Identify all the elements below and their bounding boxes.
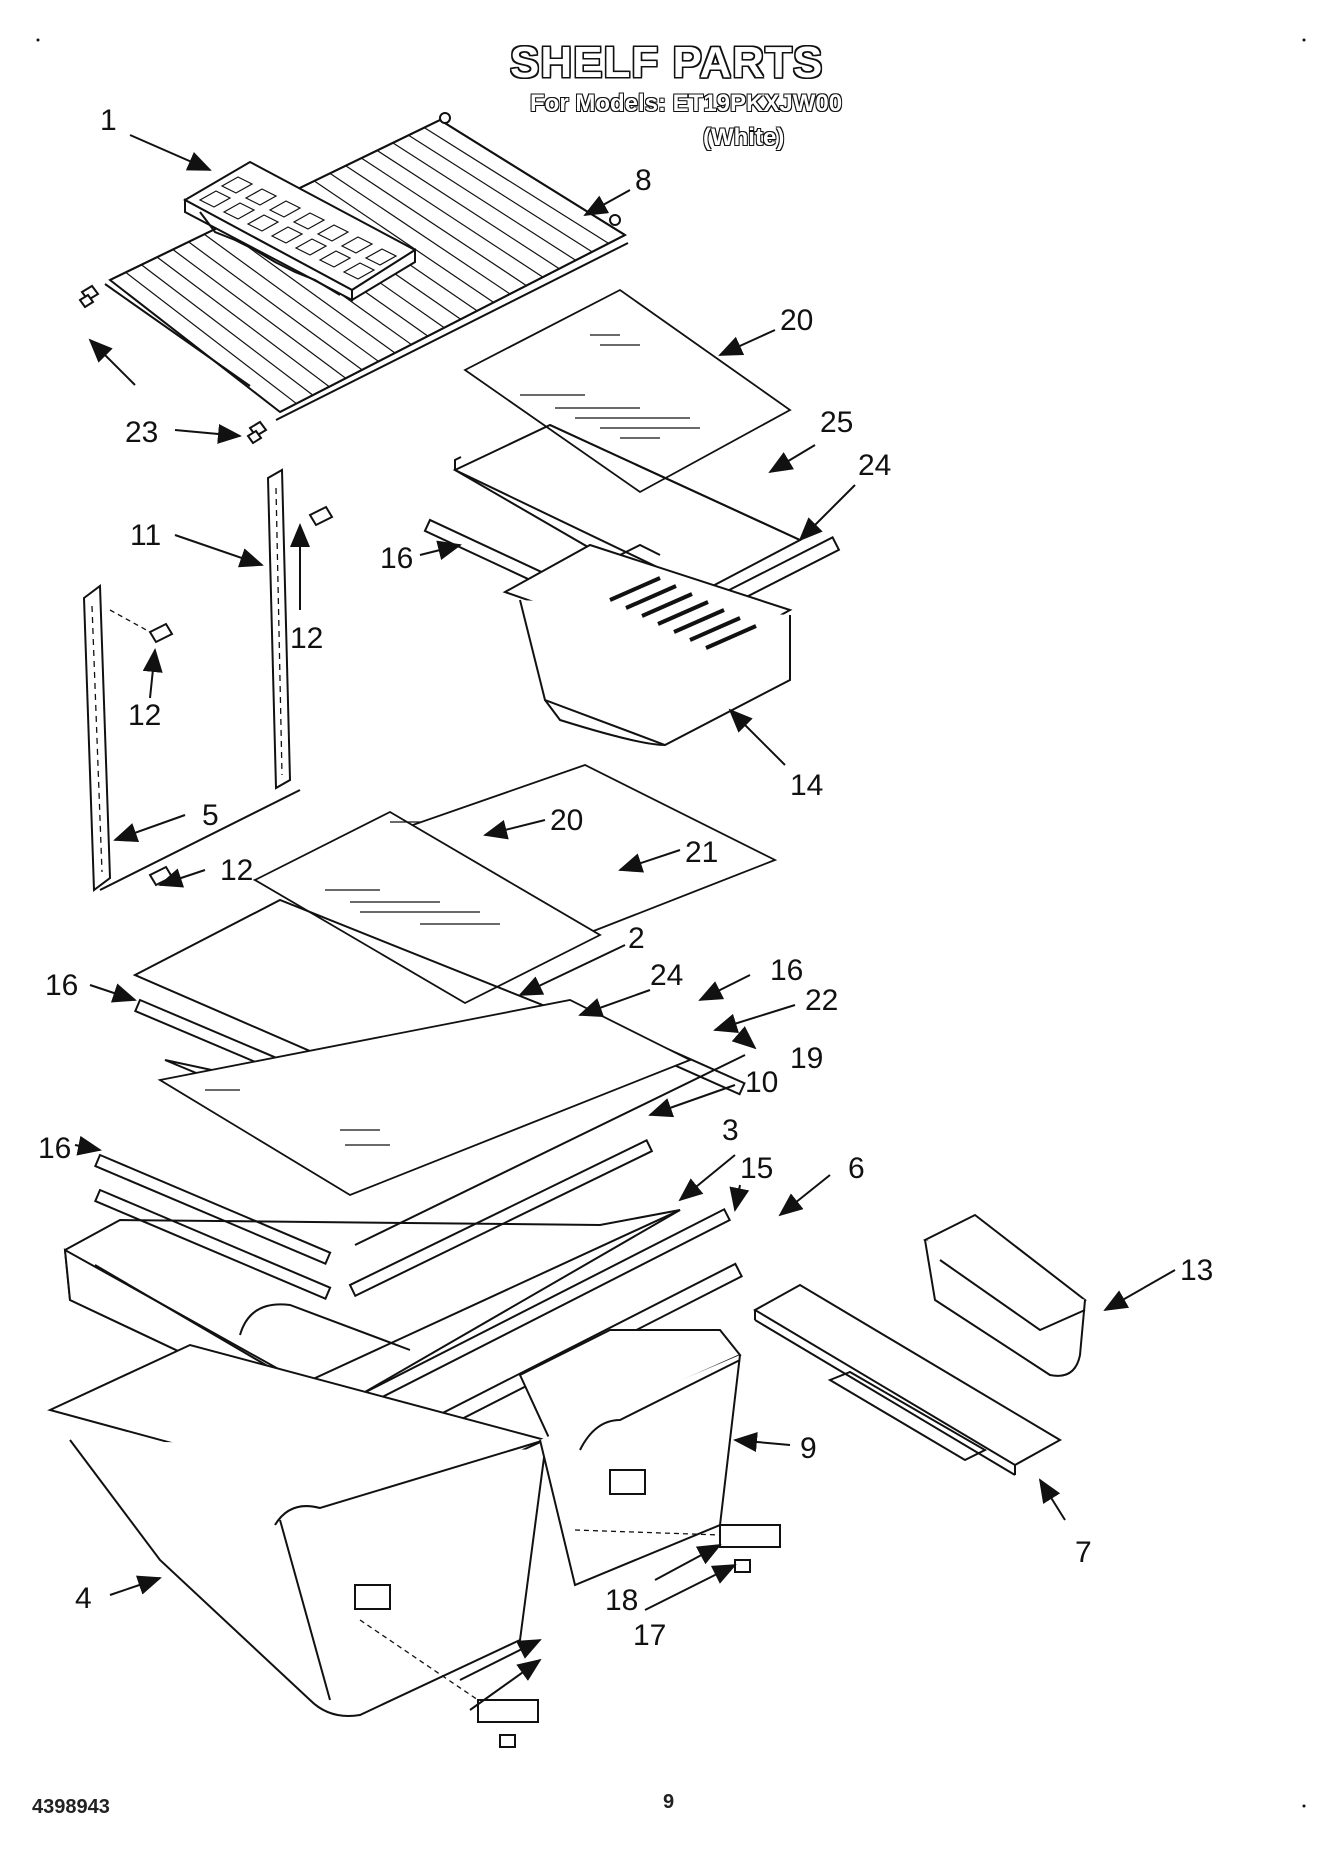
callout-23: 23	[125, 416, 158, 449]
callout-20-middle: 20	[550, 804, 583, 837]
callout-2: 2	[628, 922, 645, 955]
callout-4: 4	[75, 1582, 92, 1615]
callout-18: 18	[605, 1584, 638, 1617]
leader-lines	[74, 134, 1176, 1711]
color-note: (White)	[703, 124, 785, 151]
callout-7: 7	[1075, 1536, 1092, 1569]
callout-21: 21	[685, 836, 718, 869]
page-number: 9	[663, 1791, 675, 1813]
callout-12-right: 12	[290, 622, 323, 655]
callout-14: 14	[790, 769, 823, 802]
callout-6: 6	[848, 1152, 865, 1185]
callout-11: 11	[130, 519, 161, 552]
callout-labels: 1 8 20 23 25 24 11 16 12 12 14 5 12 20 2…	[38, 104, 1213, 1652]
document-number: 4398943	[32, 1796, 110, 1818]
storage-bin	[923, 1213, 1087, 1377]
callout-25: 25	[820, 406, 853, 439]
shelf-support-rails	[82, 468, 301, 892]
large-crisper-drawer	[47, 1343, 548, 1717]
ice-cube-tray	[182, 160, 417, 302]
upper-glass-shelf	[463, 288, 792, 494]
callout-1: 1	[100, 104, 117, 137]
models-label: For Models: ET19PKXJW00	[530, 90, 843, 117]
callout-17: 17	[633, 1619, 666, 1652]
callout-3: 3	[722, 1114, 739, 1147]
callout-10: 10	[745, 1066, 778, 1099]
callout-16-right: 16	[770, 954, 803, 987]
callout-5: 5	[202, 799, 219, 832]
callout-16-lower: 16	[38, 1132, 71, 1165]
shelf-pivot-screws	[78, 284, 268, 445]
callout-20-upper: 20	[780, 304, 813, 337]
callout-13: 13	[1180, 1254, 1213, 1287]
page-title: SHELF PARTS	[510, 38, 824, 87]
callout-19: 19	[790, 1042, 823, 1075]
support-screws	[109, 505, 334, 887]
callout-24-middle: 24	[650, 959, 683, 992]
small-crisper-drawer	[518, 1329, 742, 1587]
middle-shelf-frames	[93, 898, 746, 1301]
callout-12-lower: 12	[220, 854, 253, 887]
callout-12-left: 12	[128, 699, 161, 732]
callout-16-left: 16	[45, 969, 78, 1002]
callout-15: 15	[740, 1152, 773, 1185]
callout-9: 9	[800, 1432, 817, 1465]
corner-marks	[36, 38, 1306, 1808]
callout-8: 8	[635, 164, 652, 197]
drawer-rail	[752, 1283, 1063, 1476]
callout-22: 22	[805, 984, 838, 1017]
callout-24-upper: 24	[858, 449, 891, 482]
drawer-clips	[359, 1524, 781, 1748]
deli-drawer	[502, 543, 793, 747]
middle-glass-shelf	[252, 764, 778, 1005]
callout-16-upper: 16	[380, 542, 413, 575]
